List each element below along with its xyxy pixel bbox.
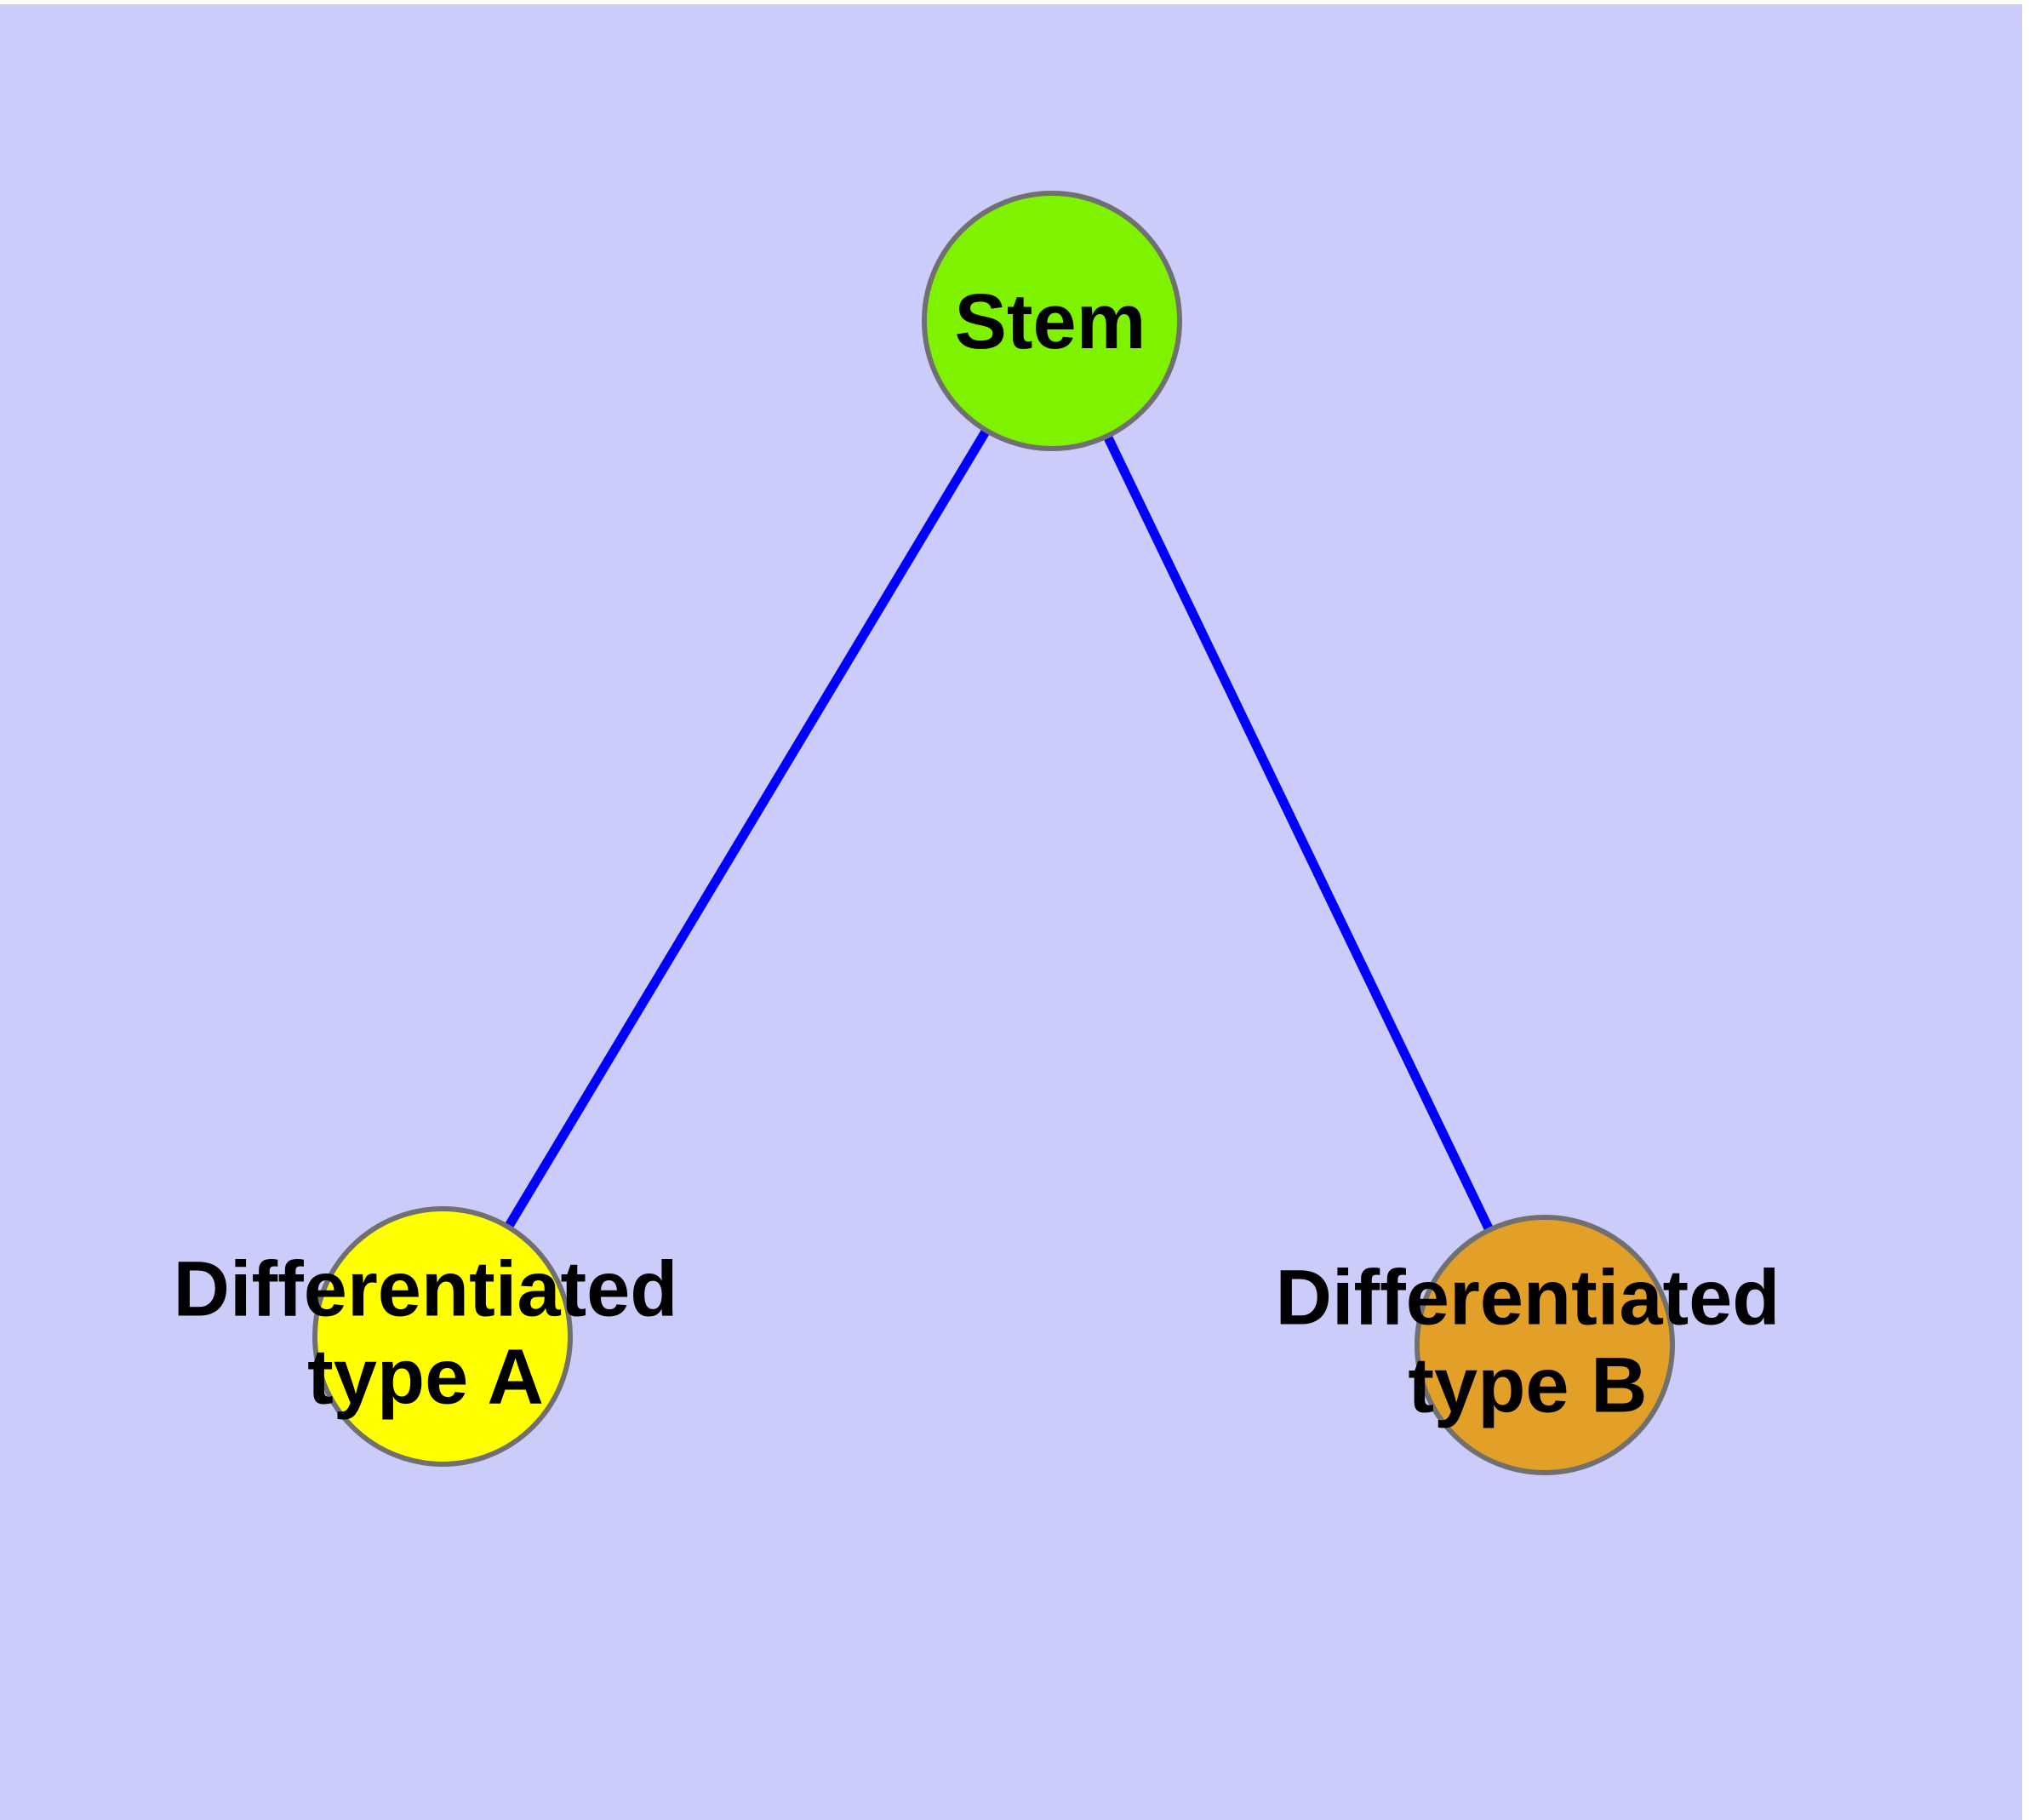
node-circle-stem[interactable] <box>922 191 1182 451</box>
node-circle-diff-b[interactable] <box>1415 1215 1675 1475</box>
node-label-line: Stem <box>955 278 1146 365</box>
node-circle-diff-a[interactable] <box>312 1206 573 1467</box>
node-label-line: type A <box>307 1334 544 1421</box>
edge-stem-to-diff-a[interactable] <box>502 425 992 1233</box>
node-label-line: Differentiated <box>1276 1255 1780 1342</box>
node-diff-a[interactable] <box>312 1206 573 1467</box>
edge-stem-to-diff-b[interactable] <box>1101 431 1495 1235</box>
node-label-line: type B <box>1408 1342 1647 1429</box>
node-diff-b[interactable] <box>1415 1215 1675 1475</box>
node-label-stem: Stem <box>955 278 1146 365</box>
node-layer <box>312 191 1675 1475</box>
edge-layer <box>502 425 1495 1235</box>
node-stem[interactable] <box>922 191 1182 451</box>
node-label-line: Differentiated <box>174 1246 678 1333</box>
